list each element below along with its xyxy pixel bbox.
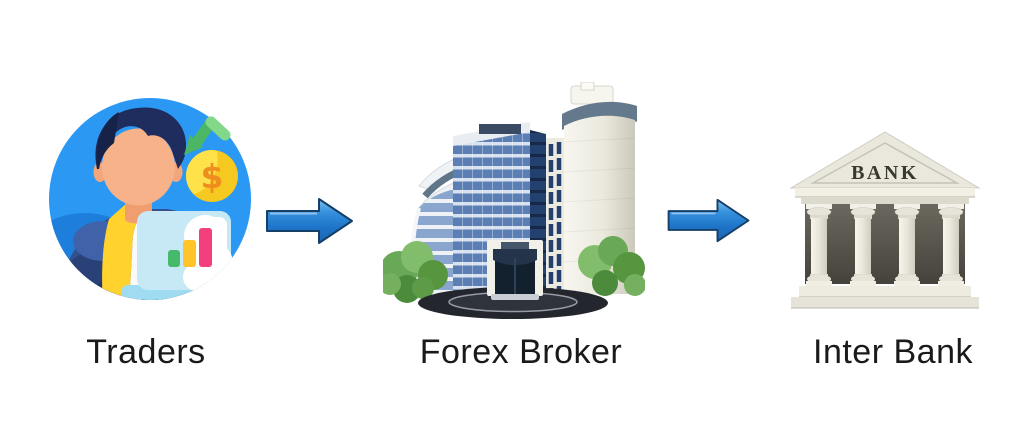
node-label-inter-bank: Inter Bank bbox=[813, 333, 973, 371]
tree-left bbox=[383, 241, 448, 303]
dollar-sign: $ bbox=[201, 157, 224, 196]
flow-arrow-traders-to-broker bbox=[266, 198, 353, 244]
bank-columns bbox=[806, 204, 964, 286]
entrance bbox=[487, 240, 543, 300]
bank-building-icon: BANK bbox=[789, 131, 981, 309]
bank-sign-text: BANK bbox=[851, 162, 919, 184]
bank-interior bbox=[805, 196, 965, 284]
pediment: BANK bbox=[789, 131, 981, 189]
shirt-yellow bbox=[102, 203, 141, 300]
bank-steps bbox=[791, 286, 979, 309]
coin-icon: $ bbox=[186, 150, 238, 202]
tree-right bbox=[578, 236, 645, 296]
growth-arrow-icon bbox=[184, 116, 231, 155]
bar-chart-icon bbox=[168, 228, 212, 267]
node-label-forex-broker: Forex Broker bbox=[419, 333, 623, 371]
trader-avatar-icon: $ bbox=[49, 98, 251, 300]
node-label-traders: Traders bbox=[86, 333, 206, 371]
hair bbox=[95, 107, 187, 169]
office-building-icon bbox=[383, 82, 645, 319]
flow-arrow-broker-to-bank bbox=[667, 198, 750, 243]
roof-band bbox=[562, 101, 637, 130]
